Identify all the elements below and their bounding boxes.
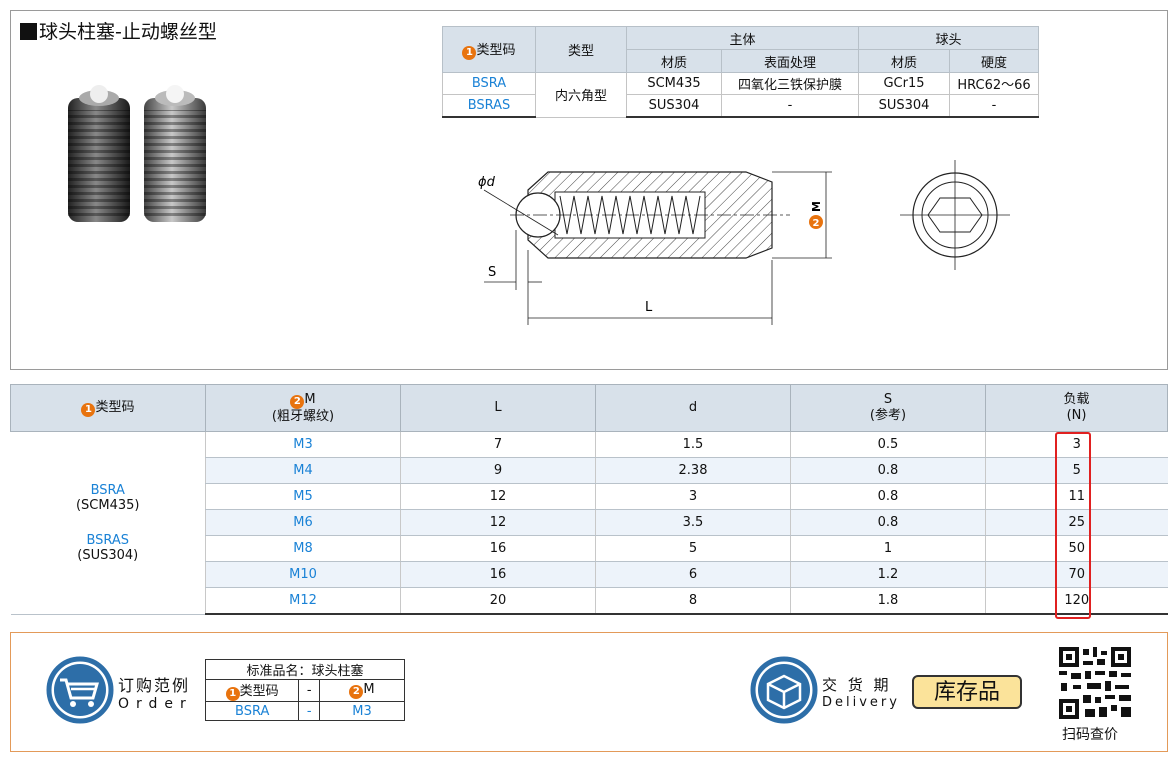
product-photo bbox=[68, 85, 206, 222]
spec-row: BSRA 内六角型 SCM435 四氧化三铁保护膜 GCr15 HRC62～66 bbox=[442, 72, 1039, 118]
s-dim-label: S bbox=[488, 265, 496, 280]
table-row: M8 16 5 1 50 bbox=[11, 535, 1168, 562]
spec-header-type: 类型 bbox=[535, 26, 627, 73]
spec-header-ball-material: 材质 bbox=[858, 49, 950, 73]
table-row: M6 12 3.5 0.8 25 bbox=[11, 509, 1168, 536]
table-row: M10 16 6 1.2 70 bbox=[11, 561, 1168, 588]
delivery-box-icon bbox=[750, 656, 818, 724]
spec-header-body: 主体 bbox=[626, 26, 859, 50]
qr-code[interactable] bbox=[1057, 645, 1133, 721]
m-link[interactable]: M12 bbox=[205, 587, 401, 615]
order-example-code[interactable]: BSRA bbox=[204, 701, 300, 721]
page-title: 球头柱塞-止动螺丝型 bbox=[20, 17, 217, 44]
product-panel bbox=[10, 10, 1168, 370]
type-code-cell: BSRA (SCM435) BSRAS (SUS304) bbox=[10, 431, 206, 615]
spec-type: 内六角型 bbox=[535, 72, 627, 118]
technical-drawing: ϕd 2 M S L bbox=[478, 160, 1010, 325]
order-example-m[interactable]: M3 bbox=[319, 701, 405, 721]
order-panel bbox=[10, 632, 1168, 752]
table-row: BSRA (SCM435) BSRAS (SUS304) M3 7 1.5 0.… bbox=[10, 431, 1168, 615]
m-link[interactable]: M8 bbox=[205, 535, 401, 562]
order-label: 订购范例 Order bbox=[118, 676, 193, 712]
std-name: 标准品名：球头柱塞 bbox=[205, 659, 405, 680]
svg-text:2: 2 bbox=[813, 218, 820, 229]
qr-label: 扫码查价 bbox=[1062, 727, 1118, 743]
m-link[interactable]: M6 bbox=[205, 509, 401, 536]
type-link-bsras[interactable]: BSRAS bbox=[86, 532, 130, 548]
m-link[interactable]: M3 bbox=[205, 431, 401, 458]
l-dim-label: L bbox=[645, 300, 653, 315]
header-load: 负载(N) bbox=[985, 384, 1168, 432]
header-l: L bbox=[400, 384, 596, 432]
spec-row: BSRAS SUS304 - SUS304 - bbox=[442, 94, 1039, 118]
header-d: d bbox=[595, 384, 791, 432]
cart-icon bbox=[46, 656, 114, 724]
spec-code-link[interactable]: BSRAS bbox=[442, 94, 536, 118]
m-link[interactable]: M5 bbox=[205, 483, 401, 510]
spec-header-hardness: 硬度 bbox=[949, 49, 1039, 73]
spec-header-body-material: 材质 bbox=[626, 49, 722, 73]
spec-code-link[interactable]: BSRA bbox=[442, 72, 536, 95]
header-s: S(参考) bbox=[790, 384, 986, 432]
table-row: M12 20 8 1.8 120 bbox=[11, 587, 1168, 615]
spec-header-ball: 球头 bbox=[858, 26, 1039, 50]
m-dim-label: M bbox=[810, 201, 823, 212]
stock-badge: 库存品 bbox=[912, 675, 1022, 709]
m-link[interactable]: M10 bbox=[205, 561, 401, 588]
title-square-icon bbox=[20, 23, 37, 40]
load-highlight-box bbox=[1055, 432, 1091, 619]
type-link-bsra[interactable]: BSRA bbox=[90, 482, 125, 498]
delivery-label: 交 货 期 Delivery bbox=[822, 676, 900, 710]
m-link[interactable]: M4 bbox=[205, 457, 401, 484]
table-row: M4 9 2.38 0.8 5 bbox=[11, 457, 1168, 484]
table-row: M5 12 3 0.8 11 bbox=[11, 483, 1168, 510]
phi-d-label: ϕd bbox=[478, 175, 496, 190]
spec-header-surface: 表面处理 bbox=[721, 49, 859, 73]
m-badge bbox=[809, 215, 823, 229]
